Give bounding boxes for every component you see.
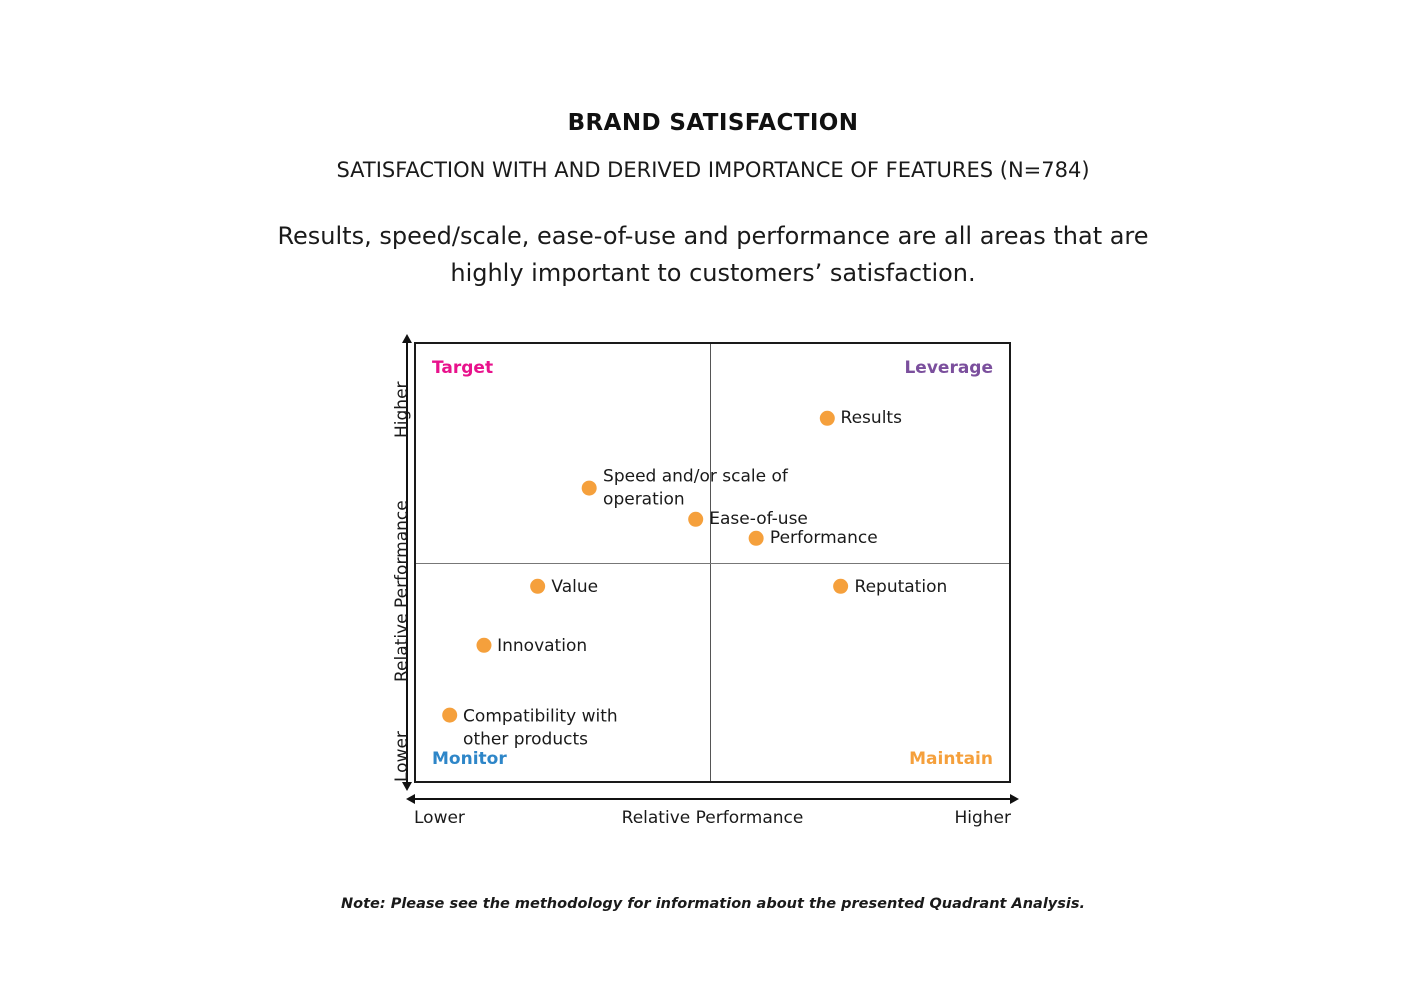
data-point-label: Speed and/or scale of operation xyxy=(603,466,788,510)
quadrant-label-monitor: Monitor xyxy=(432,749,507,769)
quadrant-label-maintain: Maintain xyxy=(909,749,993,769)
data-point-label: Performance xyxy=(769,528,878,549)
data-point: Innovation xyxy=(476,634,587,656)
quadrant-chart: Relative Performance Higher Lower Target… xyxy=(370,330,1050,840)
plot-area: Target Leverage Monitor Maintain Results… xyxy=(414,342,1011,783)
y-axis-title: Relative Performance xyxy=(392,500,412,682)
data-point-marker xyxy=(819,410,835,426)
data-point-label: Ease-of-use xyxy=(709,508,808,529)
x-axis-line xyxy=(406,794,1019,804)
data-point-label: Value xyxy=(551,576,599,597)
y-axis-high-label: Higher xyxy=(392,381,412,438)
data-point-label: Innovation xyxy=(497,635,588,656)
footnote: Note: Please see the methodology for inf… xyxy=(341,896,1085,912)
quadrant-label-target: Target xyxy=(432,358,494,378)
data-point: Compatibility with other products xyxy=(442,706,618,751)
y-axis-line xyxy=(402,334,412,791)
data-point: Reputation xyxy=(833,575,948,597)
header: BRAND SATISFACTION SATISFACTION WITH AND… xyxy=(0,0,1426,292)
data-point-marker xyxy=(833,579,849,595)
data-point-marker xyxy=(688,511,704,527)
quadrant-label-leverage: Leverage xyxy=(904,358,993,378)
data-point: Value xyxy=(530,575,598,597)
data-point-marker xyxy=(530,579,546,595)
page-subtitle: SATISFACTION WITH AND DERIVED IMPORTANCE… xyxy=(336,157,1090,182)
data-point-label: Results xyxy=(840,408,902,429)
data-point-marker xyxy=(476,638,492,654)
data-point: Speed and/or scale of operation xyxy=(582,466,867,511)
data-point: Ease-of-use xyxy=(688,508,808,530)
quadrant-divider-vertical xyxy=(709,344,711,781)
data-point: Performance xyxy=(748,527,878,549)
data-point-marker xyxy=(582,480,598,496)
y-axis-low-label: Lower xyxy=(392,731,412,782)
x-axis-low-label: Lower xyxy=(414,808,465,828)
page-title: BRAND SATISFACTION xyxy=(567,110,859,136)
data-point-label: Reputation xyxy=(854,576,948,597)
data-point: Results xyxy=(819,407,902,429)
x-axis-title: Relative Performance xyxy=(621,808,804,828)
data-point-marker xyxy=(442,708,458,724)
takeaway-text: Results, speed/scale, ease-of-use and pe… xyxy=(277,221,1149,287)
x-axis-high-label: Higher xyxy=(954,808,1011,828)
data-point-label: Compatibility with other products xyxy=(463,707,618,750)
data-point-marker xyxy=(748,530,764,546)
quadrant-divider-horizontal xyxy=(416,563,1009,565)
